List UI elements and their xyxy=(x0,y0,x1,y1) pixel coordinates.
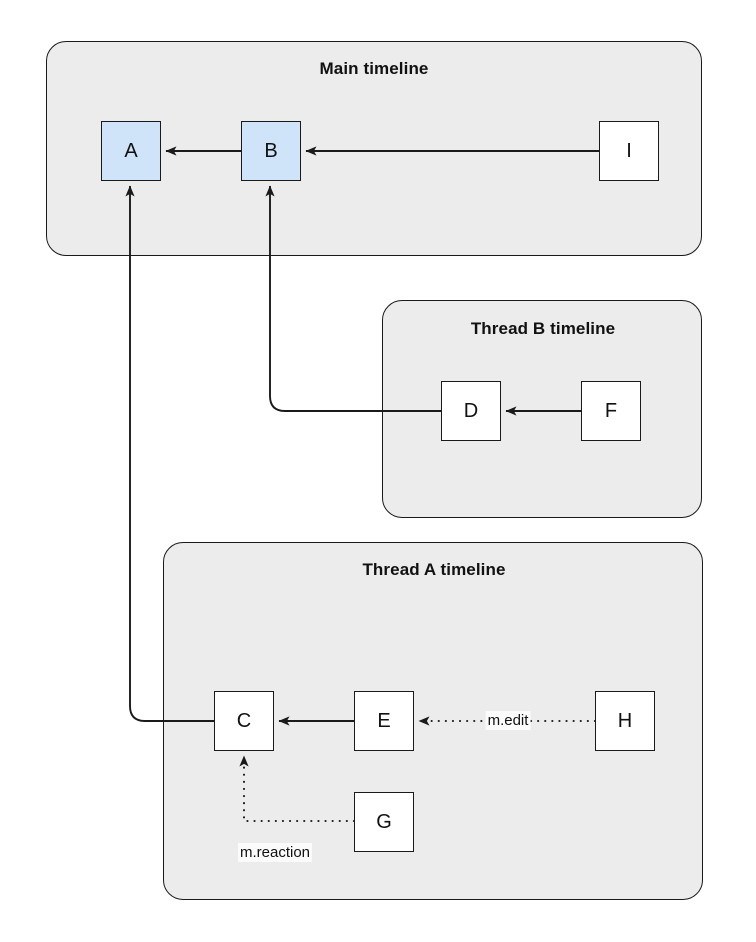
edge-label-m-edit: m.edit xyxy=(485,711,531,730)
group-title-thread-a-timeline: Thread A timeline xyxy=(362,560,506,579)
node-e[interactable]: E xyxy=(354,691,414,751)
node-a[interactable]: A xyxy=(101,121,161,181)
node-g[interactable]: G xyxy=(354,792,414,852)
node-c[interactable]: C xyxy=(214,691,274,751)
node-h[interactable]: H xyxy=(595,691,655,751)
node-d[interactable]: D xyxy=(441,381,501,441)
group-title-thread-b-timeline: Thread B timeline xyxy=(470,319,616,338)
node-f[interactable]: F xyxy=(581,381,641,441)
group-title-main-timeline: Main timeline xyxy=(319,59,429,78)
node-i[interactable]: I xyxy=(599,121,659,181)
node-b[interactable]: B xyxy=(241,121,301,181)
edge-label-m-reaction: m.reaction xyxy=(237,843,313,862)
